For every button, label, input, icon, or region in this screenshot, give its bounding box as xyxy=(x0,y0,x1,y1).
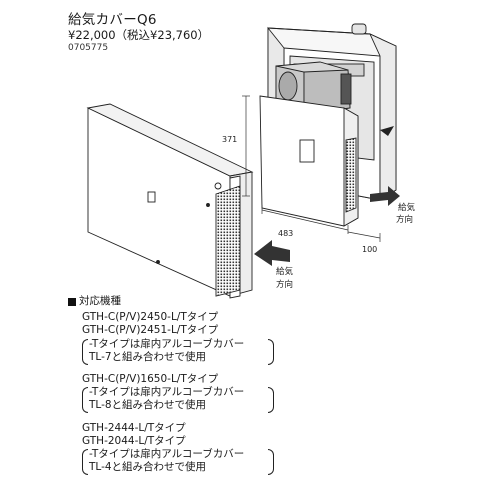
square-bullet-icon xyxy=(68,297,76,306)
product-price: ¥22,000（税込¥23,760） xyxy=(68,28,210,42)
air-supply-cover xyxy=(86,103,254,299)
model-line: GTH-C(P/V)1650-L/Tタイプ xyxy=(82,373,219,386)
note-line: -Tタイプは扉内アルコーブカバー xyxy=(89,386,245,399)
model-line: GTH-2444-L/Tタイプ xyxy=(82,421,186,434)
model-line: GTH-2044-L/Tタイプ xyxy=(82,434,186,447)
model-note: -Tタイプは扉内アルコーブカバー TL-7と組み合わせで使用 xyxy=(68,337,274,365)
airflow-label-right-1: 給気 xyxy=(398,202,416,213)
right-bracket-icon xyxy=(268,338,274,365)
model-line: GTH-C(P/V)2450-L/Tタイプ xyxy=(82,311,219,324)
note-line: -Tタイプは扉内アルコーブカバー xyxy=(89,448,245,461)
model-note: -Tタイプは扉内アルコーブカバー TL-8と組み合わせで使用 xyxy=(68,386,274,414)
model-note: -Tタイプは扉内アルコーブカバー TL-4と組み合わせで使用 xyxy=(68,448,274,476)
left-bracket-icon xyxy=(82,387,88,414)
airflow-arrow-right xyxy=(370,126,400,206)
dim-height-label: 371 xyxy=(222,135,237,144)
dim-width-label: 483 xyxy=(278,229,293,238)
note-line: TL-7と組み合わせで使用 xyxy=(89,350,207,363)
compat-heading: 対応機種 xyxy=(68,295,244,308)
product-title: 給気カバーQ6 xyxy=(68,12,157,28)
right-bracket-icon xyxy=(268,449,274,476)
airflow-label-front-1: 給気 xyxy=(276,266,294,277)
product-code: 0705775 xyxy=(68,43,109,53)
product-card: 給気カバーQ6 ¥22,000（税込¥23,760） 0705775 xyxy=(58,0,430,486)
compat-heading-text: 対応機種 xyxy=(79,295,121,307)
left-bracket-icon xyxy=(82,338,88,365)
cover-mounted xyxy=(259,95,359,227)
airflow-label-front-2: 方向 xyxy=(276,279,293,290)
dimension-lines xyxy=(242,95,381,242)
note-line: TL-8と組み合わせで使用 xyxy=(89,399,207,412)
note-line: -Tタイプは扉内アルコーブカバー xyxy=(89,337,245,350)
model-line: GTH-C(P/V)2451-L/Tタイプ xyxy=(82,324,219,337)
product-illustration: 371 483 100 給気 方向 給気 方向 xyxy=(86,23,416,299)
left-bracket-icon xyxy=(82,449,88,476)
note-line: TL-4と組み合わせで使用 xyxy=(89,461,207,474)
airflow-label-right-2: 方向 xyxy=(396,214,413,225)
airflow-arrow-front xyxy=(254,240,290,266)
compatible-models: 対応機種 GTH-C(P/V)2450-L/Tタイプ GTH-C(P/V)245… xyxy=(68,295,274,476)
dim-depth-label: 100 xyxy=(362,245,377,254)
right-bracket-icon xyxy=(268,387,274,414)
